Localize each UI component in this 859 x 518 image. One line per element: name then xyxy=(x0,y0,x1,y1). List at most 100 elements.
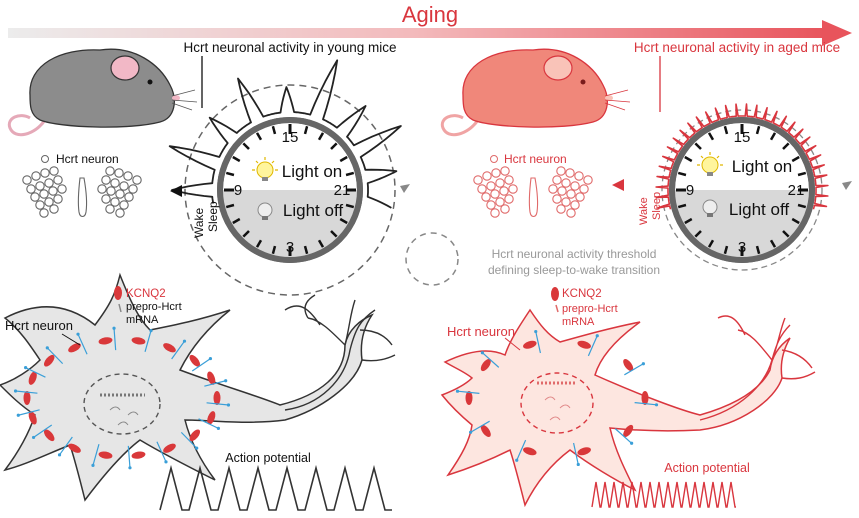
hcrt-neuron-icon xyxy=(508,184,518,194)
aged-activity-trace xyxy=(655,103,829,210)
threshold-legend-circle xyxy=(405,232,459,286)
young-mouse xyxy=(7,48,198,137)
kcnq2-channel-icon xyxy=(68,443,81,453)
hcrt-neuron-icon xyxy=(491,168,501,178)
young-threshold-circle xyxy=(184,84,396,296)
mrna-icon xyxy=(555,304,559,313)
clock-tick xyxy=(797,203,807,209)
hcrt-neuron-icon xyxy=(123,171,133,181)
hcrt-neuron-icon xyxy=(31,171,41,181)
hcrt-neuron-icon xyxy=(115,208,125,218)
aged-hour-9: 9 xyxy=(686,182,694,199)
aged-sleep-arrow-icon xyxy=(842,181,852,190)
hcrt-neuron-icon xyxy=(53,194,63,204)
hcrt-neuron-icon xyxy=(22,175,32,185)
aged-light-on: Light on xyxy=(732,157,793,176)
clock-tick xyxy=(345,203,355,209)
hcrt-neuron-icon xyxy=(124,192,134,202)
kcnq2-channel-icon xyxy=(189,429,201,442)
young-hour-3: 3 xyxy=(286,239,294,256)
hcrt-neuron-icon xyxy=(106,186,116,196)
young-sleep-label: Sleep xyxy=(206,201,220,232)
aged-mrna-label-1: prepro-Hcrt xyxy=(562,303,618,315)
aged-lightbulb-on-icon xyxy=(697,152,723,176)
hcrt-neuron-icon xyxy=(490,208,500,218)
clock-tick xyxy=(339,155,348,163)
young-dark-half xyxy=(220,190,360,260)
aged-mouse-legend: Hcrt neuron xyxy=(490,152,567,166)
k-efflux-arrow-icon xyxy=(59,436,73,456)
hcrt-neuron-icon xyxy=(44,197,54,207)
aged-hour-15: 15 xyxy=(734,129,751,146)
hcrt-neuron-icon xyxy=(39,189,49,199)
clock-tick xyxy=(317,239,325,248)
hcrt-neuron-icon xyxy=(477,184,487,194)
k-efflux-arrow-icon xyxy=(46,347,64,365)
kcnq2-channel-icon xyxy=(28,411,37,425)
threshold-legend-line2: defining sleep-to-wake transition xyxy=(488,263,660,277)
clock-tick xyxy=(242,230,250,238)
hcrt-neuron-icon xyxy=(504,194,514,204)
clock-tick xyxy=(755,245,761,255)
clock-tick xyxy=(317,132,325,141)
aged-neuron xyxy=(440,308,816,508)
hcrt-neuron-icon xyxy=(53,175,63,185)
aged-clock: 15 9 21 3 Light on Light off Wake Sleep xyxy=(612,103,852,271)
hypothalamus-icon xyxy=(528,177,539,218)
kcnq2-channel-icon xyxy=(98,451,113,459)
kcnq2-channel-icon xyxy=(465,391,473,405)
k-efflux-arrow-icon xyxy=(15,390,38,394)
hcrt-neuron-icon xyxy=(39,208,49,218)
clock-tick xyxy=(791,217,800,225)
clock-tick xyxy=(330,142,338,150)
k-efflux-arrow-icon xyxy=(198,418,219,429)
young-neuron-label: Hcrt neuron xyxy=(5,318,73,333)
hcrt-neuron-icon xyxy=(30,192,40,202)
hcrt-neuron-icon xyxy=(35,181,45,191)
aging-title: Aging xyxy=(402,2,458,27)
k-efflux-arrow-icon xyxy=(191,358,211,372)
kcnq2-channel-icon xyxy=(98,337,113,345)
k-efflux-arrow-icon xyxy=(113,328,117,351)
aged-wake-arrow-icon xyxy=(612,179,624,191)
hcrt-neuron-icon xyxy=(110,178,120,188)
hcrt-neuron-icon xyxy=(110,197,120,207)
hcrt-neuron-icon xyxy=(575,192,585,202)
clock-tick xyxy=(232,155,241,163)
hcrt-neuron-icon xyxy=(490,189,500,199)
aged-lightbulb-off-icon xyxy=(702,199,718,217)
k-efflux-arrow-icon xyxy=(614,428,633,444)
hcrt-neuron-icon xyxy=(500,166,510,176)
aged-wake-label: Wake xyxy=(638,197,650,225)
kcnq2-channel-icon xyxy=(43,354,55,367)
kcnq2-channel-icon xyxy=(641,391,649,405)
kcnq2-channel-icon xyxy=(623,359,634,372)
aged-action-potential-trace xyxy=(591,481,736,508)
hcrt-neuron-icon xyxy=(35,200,45,210)
hcrt-neuron-icon xyxy=(565,168,575,178)
k-efflux-arrow-icon xyxy=(587,335,598,357)
young-neuron-clusters xyxy=(22,166,142,218)
hcrt-neuron-icon xyxy=(44,178,54,188)
clock-tick xyxy=(303,245,309,255)
aged-kcnq2-label: KCNQ2 xyxy=(562,288,602,300)
hcrt-neuron-icon xyxy=(115,189,125,199)
clock-tick xyxy=(723,125,729,135)
kcnq2-channel-icon xyxy=(207,371,216,385)
clock-tick xyxy=(769,239,777,248)
clock-tick xyxy=(723,245,729,255)
clock-tick xyxy=(303,125,309,135)
clock-tick xyxy=(225,203,235,209)
aged-threshold-circle xyxy=(661,109,823,271)
hcrt-neuron-icon xyxy=(105,204,115,214)
clock-tick xyxy=(791,155,800,163)
aged-neuron-label: Hcrt neuron xyxy=(447,324,515,339)
threshold-legend-line1: Hcrt neuronal activity threshold xyxy=(492,247,657,261)
young-mrna-label-2: mRNA xyxy=(126,314,159,326)
young-hour-15: 15 xyxy=(282,129,299,146)
clock-tick xyxy=(694,230,702,238)
k-efflux-arrow-icon xyxy=(204,380,226,387)
clock-tick xyxy=(255,239,263,248)
hcrt-neuron-icon xyxy=(97,184,107,194)
